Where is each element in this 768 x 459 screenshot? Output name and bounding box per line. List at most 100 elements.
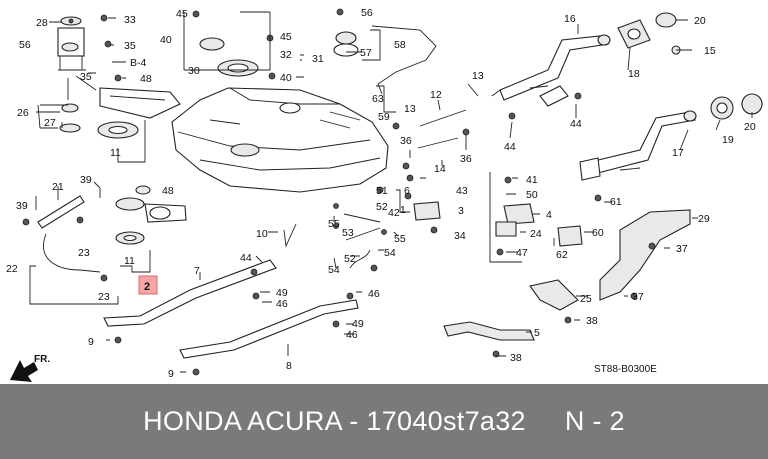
callout-45b: 45: [280, 31, 292, 43]
callout-55b: 55: [394, 233, 406, 245]
callout-19: 19: [722, 134, 734, 146]
callout-49b: 49: [352, 318, 364, 330]
vent-valve-parts: [199, 31, 583, 247]
footer-text: HONDA ACURA - 17040st7a32 N - 2: [143, 406, 625, 437]
callout-40b: 40: [280, 72, 292, 84]
callout-63: 63: [372, 93, 384, 105]
tank-strap-8: [179, 299, 359, 359]
callout-12: 12: [430, 89, 442, 101]
callout-36: 36: [400, 135, 412, 147]
callout-37: 37: [676, 243, 688, 255]
callout-46b: 46: [368, 288, 380, 300]
callout-48b: 48: [162, 185, 174, 197]
callout-26: 26: [17, 107, 29, 119]
callout-27: 27: [44, 117, 56, 129]
callout-54: 54: [384, 247, 396, 259]
callout-29: 29: [698, 213, 710, 225]
callout-48: 48: [140, 73, 152, 85]
fuel-pump-assembly: [57, 16, 181, 139]
callout-45: 45: [176, 8, 188, 20]
part-number: 17040st7a32: [366, 406, 526, 436]
callout-47: 47: [516, 247, 528, 259]
callout-22: 22: [6, 263, 18, 275]
callout-55: 55: [328, 218, 340, 230]
callout-24: 24: [530, 228, 542, 240]
callout-b4: B-4: [130, 57, 147, 69]
callout-36b: 36: [460, 153, 472, 165]
splash-shield-5: [443, 321, 535, 341]
fasteners: [22, 8, 656, 376]
callout-4: 4: [546, 209, 552, 221]
callout-15: 15: [704, 45, 716, 57]
callout-11: 11: [110, 147, 121, 159]
callout-37b: 37: [632, 291, 644, 303]
callout-44b: 44: [504, 141, 516, 153]
direction-label: FR.: [34, 354, 50, 365]
callout-23b: 23: [98, 291, 110, 303]
tank-strap-7: [103, 259, 277, 327]
leader-lines: [29, 11, 753, 373]
callout-25: 25: [580, 293, 592, 305]
callout-1: 1: [400, 204, 406, 216]
callout-38: 38: [586, 315, 598, 327]
callout-5: 5: [534, 327, 540, 339]
callout-6: 6: [404, 185, 410, 197]
fuel-tank: [171, 87, 389, 193]
brand-label: HONDA ACURA: [143, 406, 342, 436]
diagram-code: ST88-B0300E: [594, 364, 657, 375]
callout-18: 18: [628, 68, 640, 80]
callout-46: 46: [276, 298, 288, 310]
callout-40: 40: [160, 34, 172, 46]
callout-3: 3: [458, 205, 464, 217]
callout-7: 7: [194, 265, 200, 277]
callout-30: 30: [188, 65, 200, 77]
callout-13b: 13: [472, 70, 484, 82]
parts-diagram: 28 33 56 35 B-4 35 48 26 27 11 21 39 48 …: [6, 7, 763, 382]
callout-52: 52: [376, 201, 388, 213]
callout-46c: 46: [346, 329, 358, 341]
callout-11b: 11: [124, 255, 135, 267]
callout-44c: 44: [240, 252, 252, 264]
callout-41: 41: [526, 174, 538, 186]
callout-60: 60: [592, 227, 604, 239]
callout-33: 33: [124, 14, 136, 26]
callout-53: 53: [342, 227, 354, 239]
callout-14: 14: [434, 163, 446, 175]
callout-9b: 9: [168, 368, 174, 380]
callout-20: 20: [694, 15, 706, 27]
callout-50: 50: [526, 189, 538, 201]
callout-39: 39: [80, 174, 92, 186]
front-direction-indicator: FR.: [10, 354, 50, 382]
arrow-icon: [10, 360, 38, 382]
callout-44: 44: [570, 118, 582, 130]
callout-59: 59: [378, 111, 390, 123]
callout-42: 42: [388, 207, 400, 219]
callout-62: 62: [556, 249, 568, 261]
callout-9: 9: [88, 336, 94, 348]
callout-28: 28: [36, 17, 48, 29]
callout-52b: 52: [344, 253, 356, 265]
callout-38b: 38: [510, 352, 522, 364]
callout-32: 32: [280, 49, 292, 61]
callout-58: 58: [394, 39, 406, 51]
callout-23: 23: [78, 247, 90, 259]
filler-pipe-16: [491, 34, 611, 107]
callout-49: 49: [276, 287, 288, 299]
callout-31: 31: [312, 53, 324, 65]
callout-34: 34: [454, 230, 466, 242]
callout-10: 10: [256, 228, 268, 240]
callout-51: 51: [376, 185, 388, 197]
callout-43: 43: [456, 185, 468, 197]
filler-neck-parts: [617, 12, 763, 120]
shield-29: [529, 209, 691, 311]
gap: [526, 406, 565, 436]
callout-56b: 56: [361, 7, 373, 19]
callout-35: 35: [124, 40, 136, 52]
filler-pipe-17: [579, 110, 697, 181]
callout-35b: 35: [80, 71, 92, 83]
callout-13: 13: [404, 103, 416, 115]
footer-banner: HONDA ACURA - 17040st7a32 N - 2: [0, 384, 768, 459]
callout-8: 8: [286, 360, 292, 372]
separator: -: [341, 406, 367, 436]
callouts: 28 33 56 35 B-4 35 48 26 27 11 21 39 48 …: [6, 7, 756, 380]
